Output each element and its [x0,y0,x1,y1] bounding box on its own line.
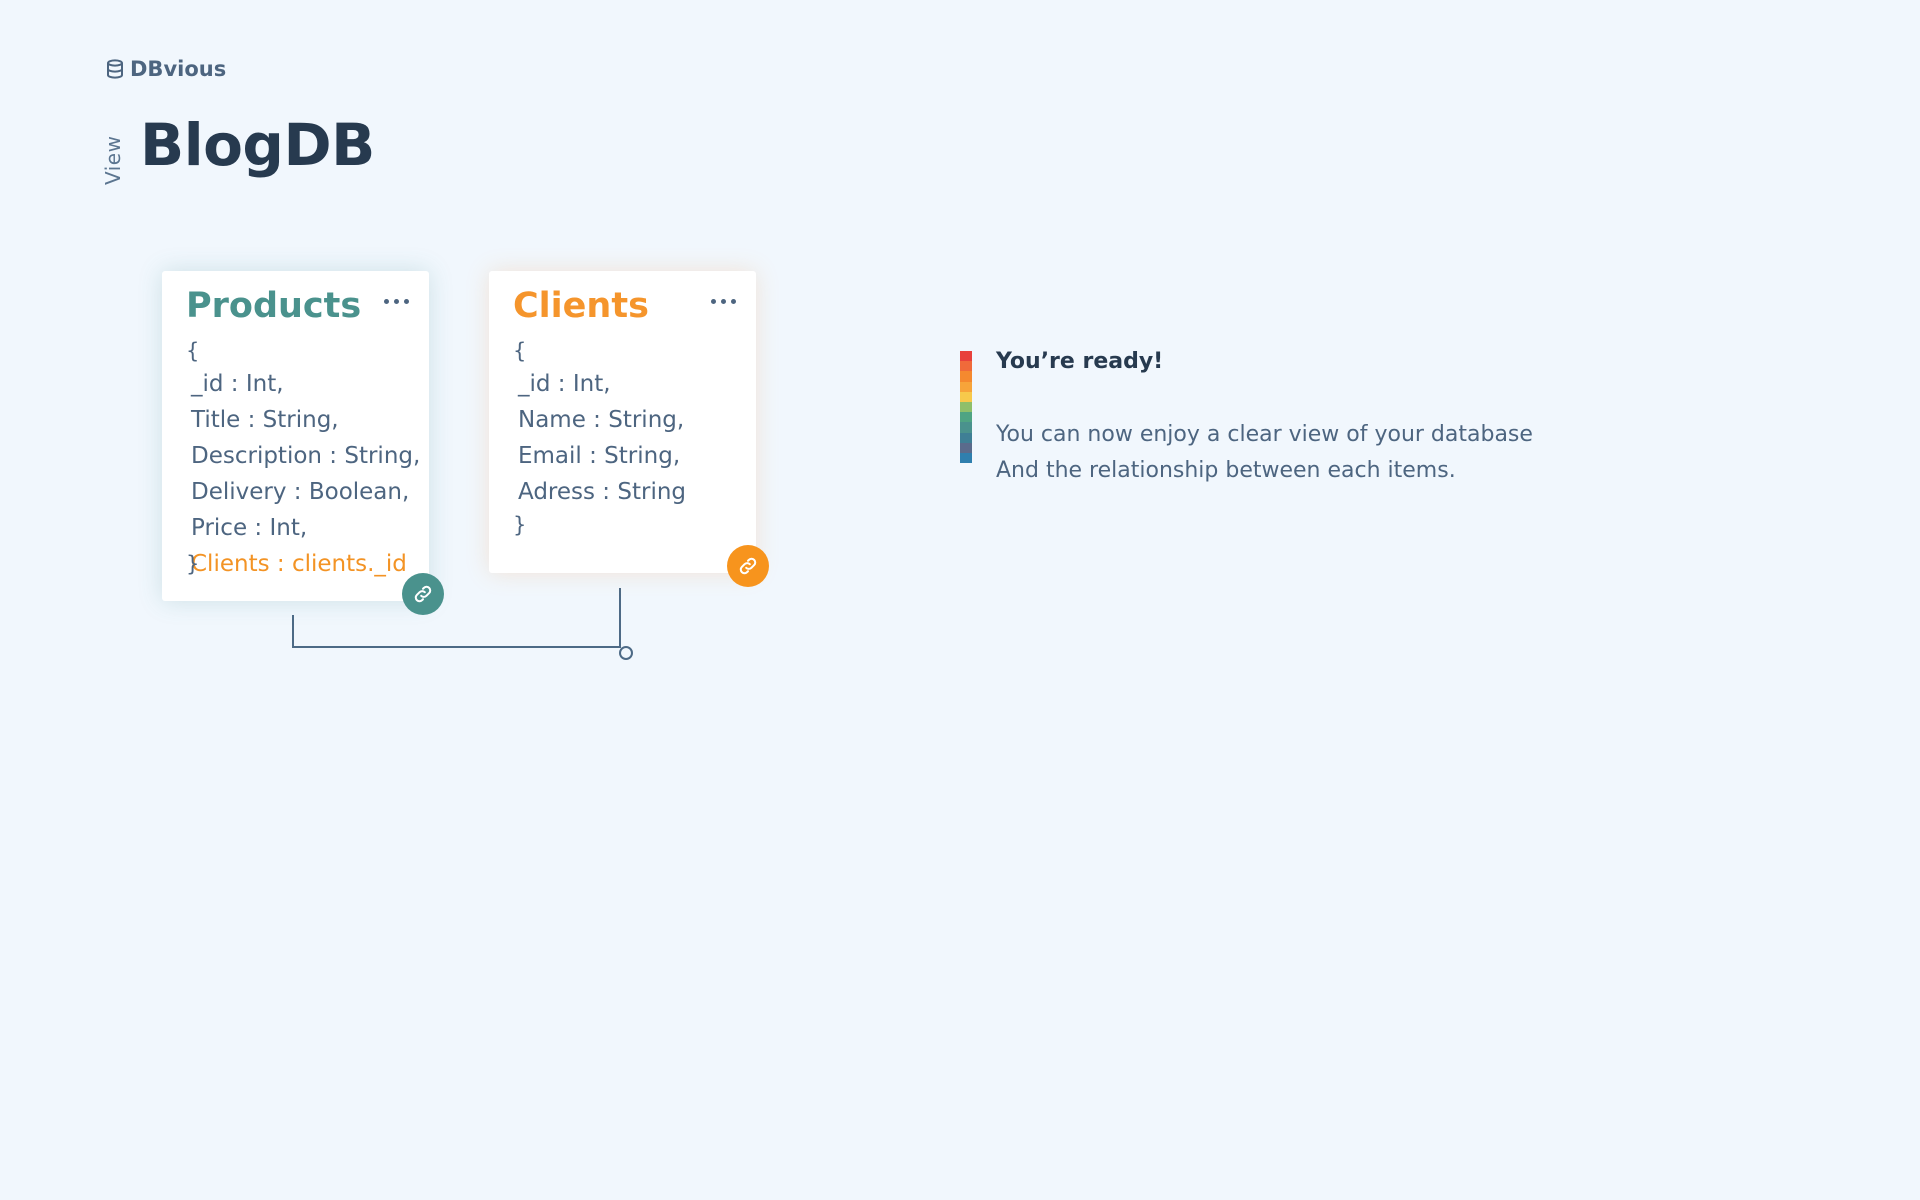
field-row: Description : String, [191,443,421,469]
view-label: View [101,135,125,185]
color-stripe-segment [960,371,972,382]
last-row: } Clients : clients._id [186,546,407,582]
color-stripe-segment [960,391,972,402]
color-stripe-segment [960,401,972,413]
page-title: BlogDB [140,111,375,179]
color-stripe-segment [960,442,972,453]
notice-body: You can now enjoy a clear view of your d… [996,417,1533,489]
table-menu-button[interactable] [384,299,409,304]
field-row: _id : Int, [191,371,284,397]
open-brace: { [513,339,527,363]
color-stripe-segment [960,351,972,362]
dot-icon [721,299,726,304]
close-brace: } [186,552,200,576]
dot-icon [711,299,716,304]
close-brace: } [513,513,527,537]
dot-icon [404,299,409,304]
color-stripe-segment [960,361,972,372]
field-row: Name : String, [518,407,685,433]
foreign-key-field[interactable]: Clients : clients._id [191,551,407,577]
dot-icon [394,299,399,304]
table-schema: { _id : Int, Name : String, Email : Stri… [513,336,732,540]
table-card-clients[interactable]: Clients { _id : Int, Name : String, Emai… [489,271,756,573]
brand[interactable]: DBvious [106,57,226,81]
color-stripe-segment [960,422,972,433]
open-brace: { [186,339,200,363]
field-row: Adress : String [518,479,687,505]
color-stripe-segment [960,452,972,464]
link-icon [739,557,757,575]
table-menu-button[interactable] [711,299,736,304]
field-row: Title : String, [191,407,339,433]
link-button-products[interactable] [402,573,444,615]
dot-icon [731,299,736,304]
table-title: Clients [513,286,649,326]
link-button-clients[interactable] [727,545,769,587]
field-row: Delivery : Boolean, [191,479,410,505]
notice-line: You can now enjoy a clear view of your d… [996,422,1533,447]
link-icon [414,585,432,603]
field-row: Price : Int, [191,515,308,541]
color-stripe-segment [960,412,972,423]
color-stripe-segment [960,381,972,392]
field-row: Email : String, [518,443,681,469]
database-icon [107,59,123,79]
table-schema: { _id : Int, Title : String, Description… [186,336,421,582]
notice-line: And the relationship between each items. [996,458,1456,483]
notice-title: You’re ready! [996,349,1164,374]
dot-icon [384,299,389,304]
color-stripe-segment [960,432,972,443]
brand-name: DBvious [130,57,227,81]
table-title: Products [186,286,362,326]
field-row: _id : Int, [518,371,611,397]
color-stripe [960,351,972,464]
table-card-products[interactable]: Products { _id : Int, Title : String, De… [162,271,429,601]
